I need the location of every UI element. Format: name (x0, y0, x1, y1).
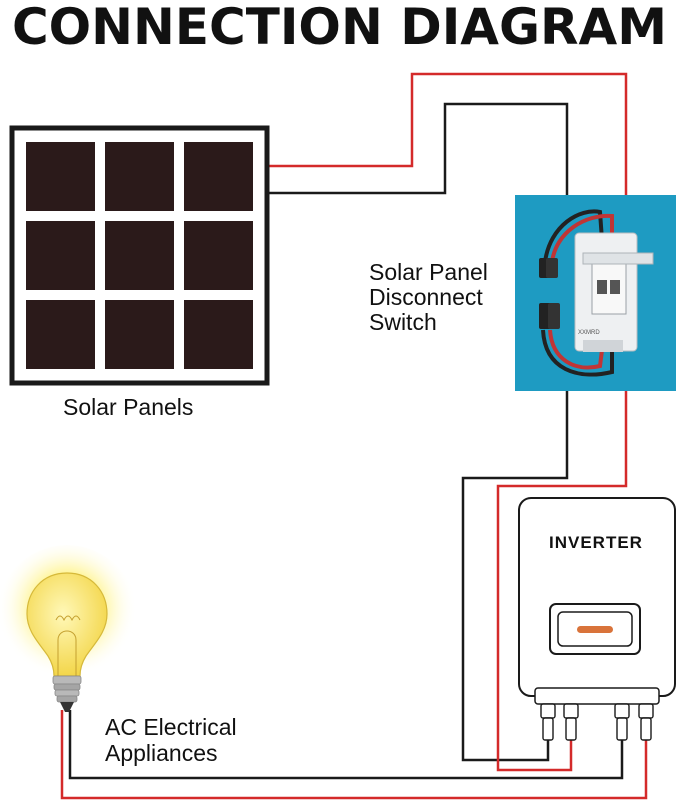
page-title: CONNECTION DIAGRAM (11, 0, 667, 56)
light-bulb-icon (0, 545, 137, 712)
neutral-wire-inverter-to-appliance (68, 710, 624, 780)
disconnect-switch-icon (515, 195, 676, 391)
positive-wire-switch-to-inverter (496, 390, 628, 772)
appliances-label-line1: AC Electrical (105, 714, 237, 740)
solar-panel-icon (9, 125, 270, 386)
appliances-label-line2: Appliances (105, 740, 218, 766)
disconnect-switch-label-line1: Solar Panel (369, 259, 488, 285)
disconnect-switch-label-line3: Switch (369, 309, 437, 335)
negative-wire-panel-to-switch (267, 102, 569, 196)
switch-brand-label: XXMRD (578, 330, 600, 336)
inverter-icon (518, 497, 676, 705)
mc4-connector-icon (540, 703, 654, 741)
live-wire-inverter-to-appliance (60, 710, 648, 800)
inverter-label: INVERTER (549, 533, 643, 552)
positive-wire-panel-to-switch (267, 72, 628, 196)
disconnect-switch-label-line2: Disconnect (369, 284, 483, 310)
negative-wire-switch-to-inverter (461, 390, 569, 762)
solar-panels-label: Solar Panels (63, 394, 194, 420)
